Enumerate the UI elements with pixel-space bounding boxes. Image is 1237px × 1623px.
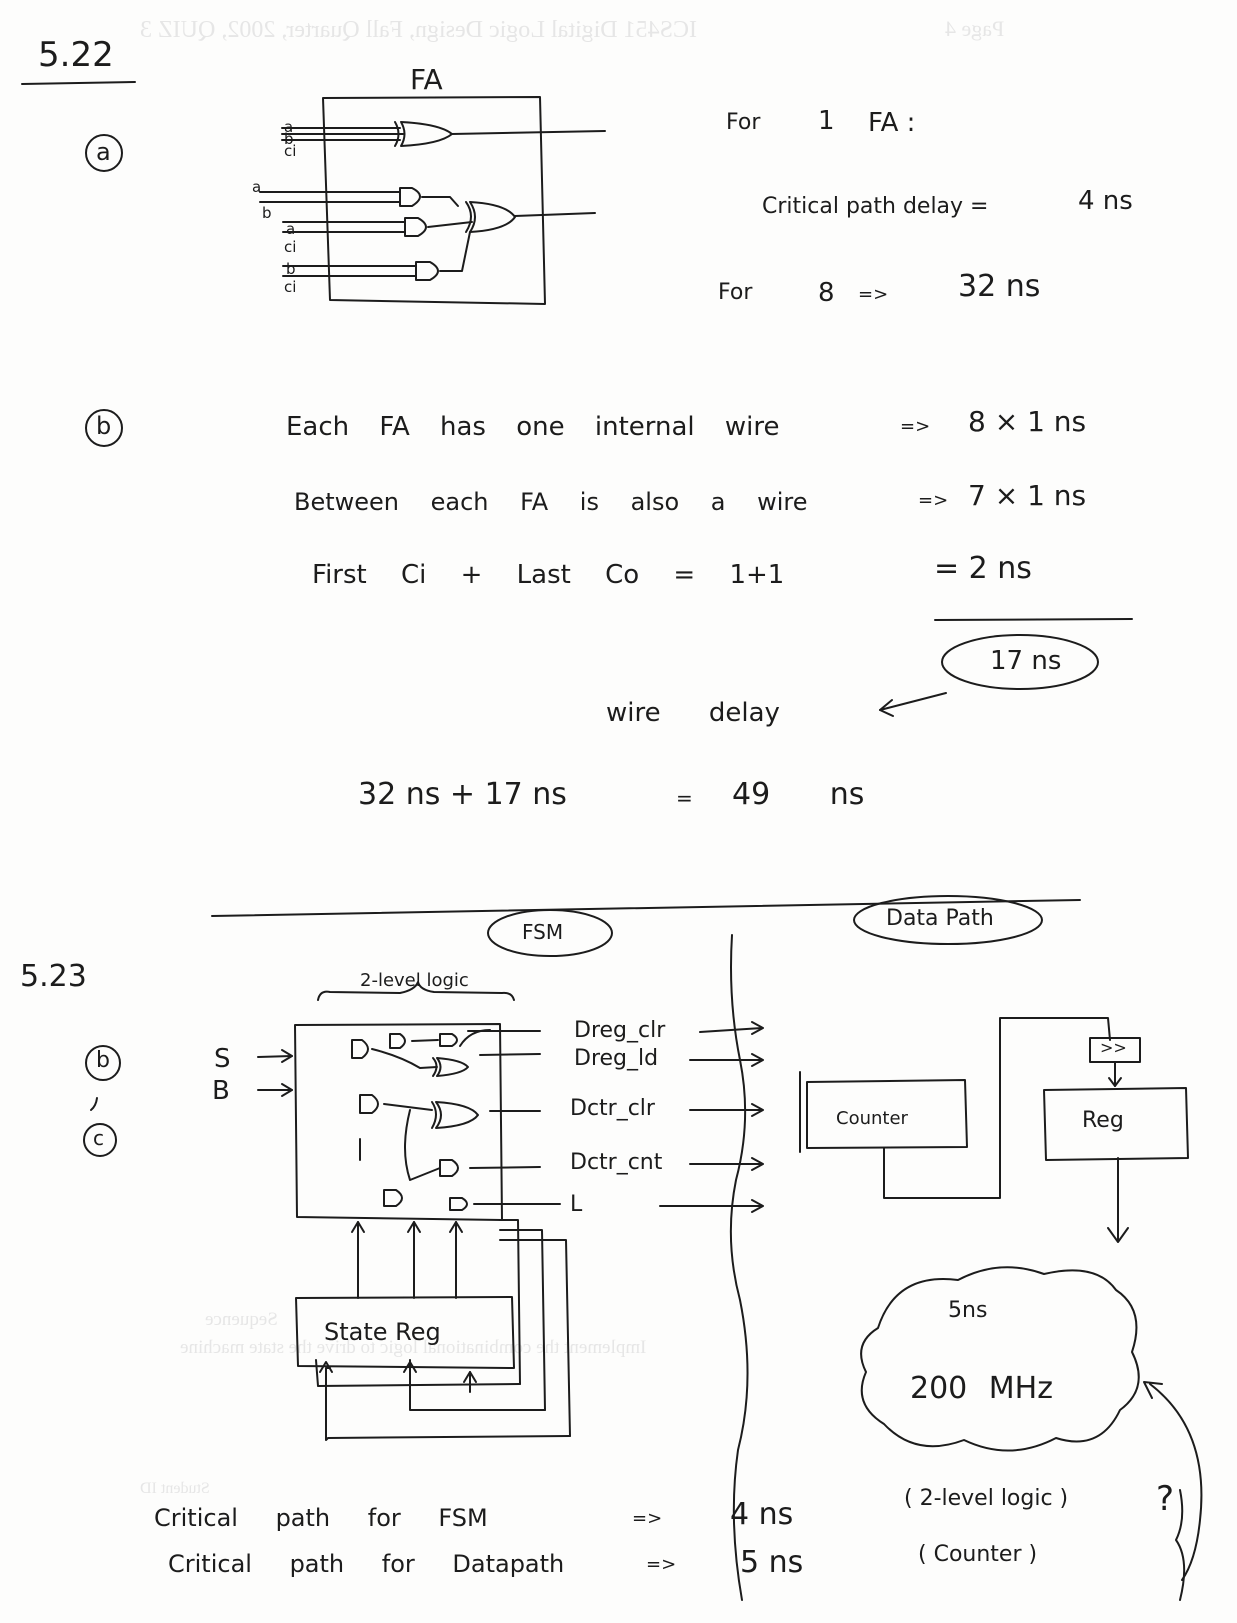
input-label-b2: b — [262, 204, 272, 222]
wire-delay-arrow — [880, 693, 946, 716]
cloud-freq: 200 MHz — [910, 1371, 1053, 1406]
line3-for: For — [718, 280, 753, 305]
crit-dp-arrow: => — [646, 1554, 677, 1575]
sum-underline — [935, 619, 1132, 620]
fsm-inner-gates — [352, 1030, 490, 1210]
fsm-label: FSM — [522, 920, 564, 944]
and-gate-2 — [283, 218, 472, 236]
part-523-b-label: b — [96, 1048, 110, 1073]
line3-arrow: => — [858, 284, 889, 305]
note-two-level: ( 2-level logic ) — [904, 1486, 1069, 1511]
output-dreg-clr: Dreg_clr — [574, 1018, 666, 1043]
cloud-callout-line — [1150, 1384, 1201, 1580]
fsm-ellipse — [488, 910, 612, 956]
and-gate-1 — [260, 188, 458, 206]
counter-box — [807, 1080, 967, 1148]
note-brace — [1176, 1490, 1184, 1600]
row1-value: 8 × 1 ns — [968, 405, 1087, 438]
row2-arrow: => — [918, 490, 949, 511]
output-lines — [468, 1022, 763, 1212]
and-gate-3 — [283, 232, 470, 280]
total-ellipse — [942, 635, 1098, 689]
row3-text: First Ci + Last Co = 1+1 — [312, 560, 785, 590]
sum-result: 49 ns — [732, 777, 865, 812]
reg-label: Reg — [1082, 1108, 1124, 1133]
input-label-b1: b — [284, 130, 294, 148]
input-label-ci2: ci — [284, 238, 297, 256]
question-mark: ? — [1156, 1479, 1175, 1519]
state-reg-label: State Reg — [324, 1318, 441, 1346]
input-label-a1: a — [284, 118, 294, 136]
row3-value: = 2 ns — [934, 551, 1032, 586]
crit-fsm-value: 4 ns — [730, 1497, 794, 1532]
datapath-ellipse — [854, 896, 1042, 944]
line1-fa: FA : — [868, 108, 916, 138]
input-label-ci1: ci — [284, 142, 297, 160]
datapath-label: Data Path — [886, 906, 994, 931]
row1-arrow: => — [900, 416, 931, 437]
input-label-a3: a — [286, 220, 296, 238]
two-level-brace — [318, 982, 514, 1000]
output-dctr-clr: Dctr_clr — [570, 1096, 655, 1121]
total-value: 17 ns — [990, 646, 1062, 676]
problem-522-underline — [22, 82, 135, 84]
state-up-arrows — [352, 1222, 462, 1298]
fsm-datapath-divider — [731, 935, 748, 1600]
counter-to-shift-wire — [884, 1018, 1110, 1198]
part-b-circle — [86, 410, 122, 446]
input-label-ci3: ci — [284, 278, 297, 296]
output-l: L — [570, 1192, 583, 1217]
row2-value: 7 × 1 ns — [968, 479, 1087, 512]
or-gate — [466, 202, 595, 232]
state-reg-box — [296, 1297, 514, 1368]
shift-label: >> — [1100, 1038, 1127, 1057]
sum-equals: = — [676, 786, 693, 810]
problem-522-number: 5.22 — [38, 35, 114, 75]
crit-fsm-label: Critical path for FSM — [154, 1504, 488, 1532]
part-b-label: b — [96, 412, 112, 440]
part-a-label: a — [96, 138, 111, 166]
crit-fsm-arrow: => — [632, 1508, 663, 1529]
cloud-delay: 5ns — [948, 1298, 988, 1323]
input-b: B — [212, 1076, 230, 1106]
row2-text: Between each FA is also a wire — [294, 488, 808, 516]
part-523-b-circle — [86, 1046, 120, 1080]
note-counter: ( Counter ) — [918, 1542, 1038, 1567]
critical-path-value: 4 ns — [1078, 186, 1133, 216]
line3-num: 8 — [818, 278, 835, 308]
row1-text: Each FA has one internal wire — [286, 412, 780, 442]
wire-delay-label: wire delay — [606, 698, 780, 728]
problem-523-number: 5.23 — [20, 959, 87, 994]
output-dreg-ld: Dreg_ld — [574, 1046, 659, 1071]
feedback-lines — [316, 1220, 570, 1440]
input-s: S — [214, 1044, 231, 1074]
sum-expression: 32 ns + 17 ns — [358, 777, 567, 812]
critical-path-label: Critical path delay = — [762, 194, 989, 219]
crit-dp-label: Critical path for Datapath — [168, 1550, 565, 1578]
comma-mark — [91, 1098, 97, 1110]
crit-dp-value: 5 ns — [740, 1545, 804, 1580]
section-divider — [212, 900, 1080, 916]
input-arrows — [258, 1050, 292, 1096]
line1-num: 1 — [818, 106, 835, 136]
xor-gate — [282, 122, 605, 146]
line3-value: 32 ns — [958, 269, 1041, 304]
line1-for: For — [726, 110, 761, 135]
reg-box — [1044, 1088, 1188, 1160]
input-label-a2: a — [252, 178, 262, 196]
part-a-circle — [86, 135, 122, 171]
output-dctr-cnt: Dctr_cnt — [570, 1150, 663, 1175]
part-523-c-label: c — [93, 1126, 104, 1150]
fa-title: FA — [410, 63, 443, 96]
input-label-b3: b — [286, 260, 296, 278]
part-523-c-circle — [84, 1124, 116, 1156]
counter-label: Counter — [836, 1108, 908, 1129]
delay-cloud — [861, 1267, 1139, 1450]
two-level-label: 2-level logic — [360, 970, 469, 991]
